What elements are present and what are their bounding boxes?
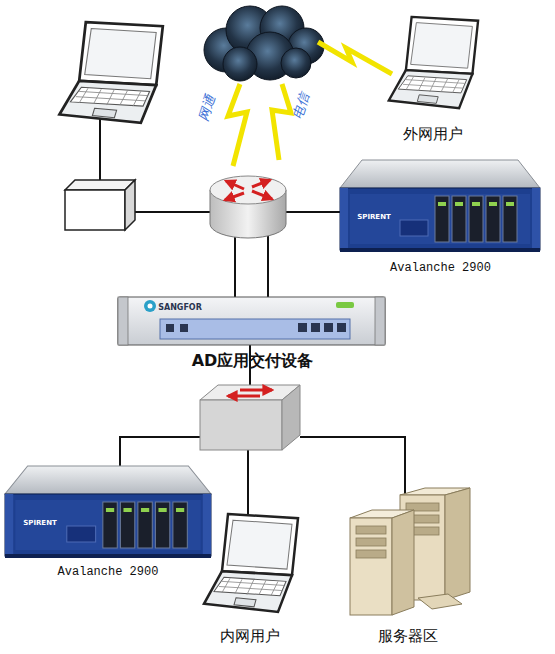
device-caption: Avalanche 2900: [3, 565, 213, 580]
device-caption: 内网用户: [195, 627, 305, 645]
device-caption: 服务器区: [340, 627, 475, 645]
link-label: 电信: [288, 91, 313, 121]
device-node: 外网用户: [380, 15, 485, 143]
device-node: 内网用户: [195, 508, 305, 645]
link-label: 网通: [194, 93, 219, 123]
brand-logo: SPIRENT: [23, 519, 57, 527]
device-node: 服务器区: [340, 488, 475, 645]
device-caption: 外网用户: [380, 125, 485, 143]
device-caption: Avalanche 2900: [338, 261, 543, 276]
brand-logo: SPIRENT: [357, 213, 391, 221]
brand-logo: SANGFOR: [158, 303, 202, 312]
device-caption: AD应用交付设备: [115, 351, 390, 370]
device-node: AD应用交付设备: [115, 293, 390, 370]
